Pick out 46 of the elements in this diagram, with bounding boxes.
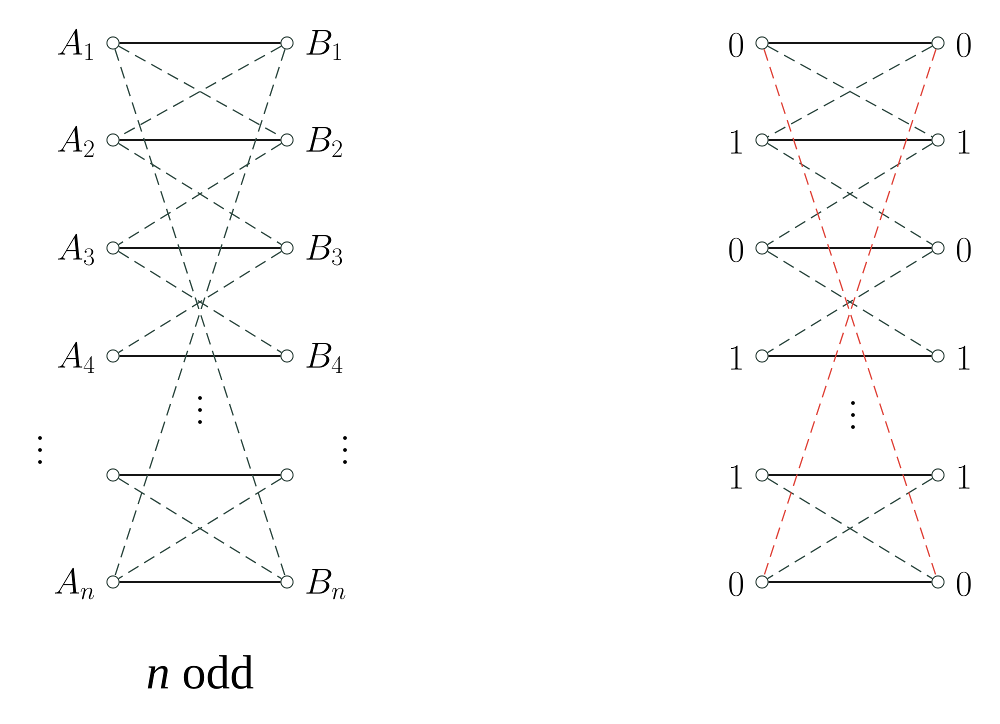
edge-line	[768, 355, 932, 357]
edge-line	[768, 139, 932, 141]
vertex-circle	[106, 468, 120, 482]
crossing-edges	[118, 142, 282, 246]
edge-line	[120, 42, 280, 44]
vertex-label: $B_1$	[306, 30, 341, 60]
edge-line	[120, 139, 280, 141]
vertex-label: $1$	[731, 464, 742, 489]
vertex-label: $1$	[958, 346, 970, 370]
vertex-label: $0$	[956, 572, 971, 596]
vertex-label: $A_4$	[58, 342, 94, 373]
vertex-label: $0$	[956, 238, 971, 262]
vertex-label: $B_2$	[306, 127, 342, 157]
vertex-label: $A_2$	[58, 126, 94, 157]
vertex-label: $1$	[731, 130, 742, 154]
crossing-edges	[763, 48, 937, 576]
vertex-label: $0$	[729, 572, 743, 596]
crossing-edges	[767, 46, 933, 138]
vertex-label: $1$	[958, 464, 970, 489]
crossing-edges	[766, 142, 934, 246]
vertex-label: $A_1$	[58, 28, 93, 60]
edge-line	[120, 474, 280, 476]
edge-line	[120, 355, 280, 357]
edge-line	[120, 247, 280, 249]
vertex-label: $1$	[731, 346, 742, 370]
crossing-edges	[766, 250, 934, 354]
vertex-label: $0$	[729, 32, 743, 58]
vertex-label: $1$	[958, 130, 970, 154]
vertex-label: $0$	[729, 238, 743, 262]
edge-line	[768, 247, 932, 249]
edge-line	[768, 581, 932, 583]
edge-line	[120, 581, 280, 583]
vertex-label: $B_n$	[306, 569, 346, 600]
caption: n odd	[148, 655, 254, 689]
crossing-edges	[114, 48, 286, 576]
crossing-edges	[766, 478, 934, 580]
vertex-label: $0$	[956, 32, 971, 58]
crossing-edges	[118, 250, 282, 354]
vertex-label: $A_3$	[58, 234, 94, 266]
edge-line	[768, 42, 932, 44]
vertex-label: $A_n$	[54, 568, 94, 600]
edge-line	[768, 474, 932, 476]
vertex-label: $B_3$	[306, 235, 342, 266]
crossing-edges	[118, 478, 282, 580]
vertex-label: $B_4$	[306, 343, 342, 373]
vertex-circle	[280, 468, 294, 482]
